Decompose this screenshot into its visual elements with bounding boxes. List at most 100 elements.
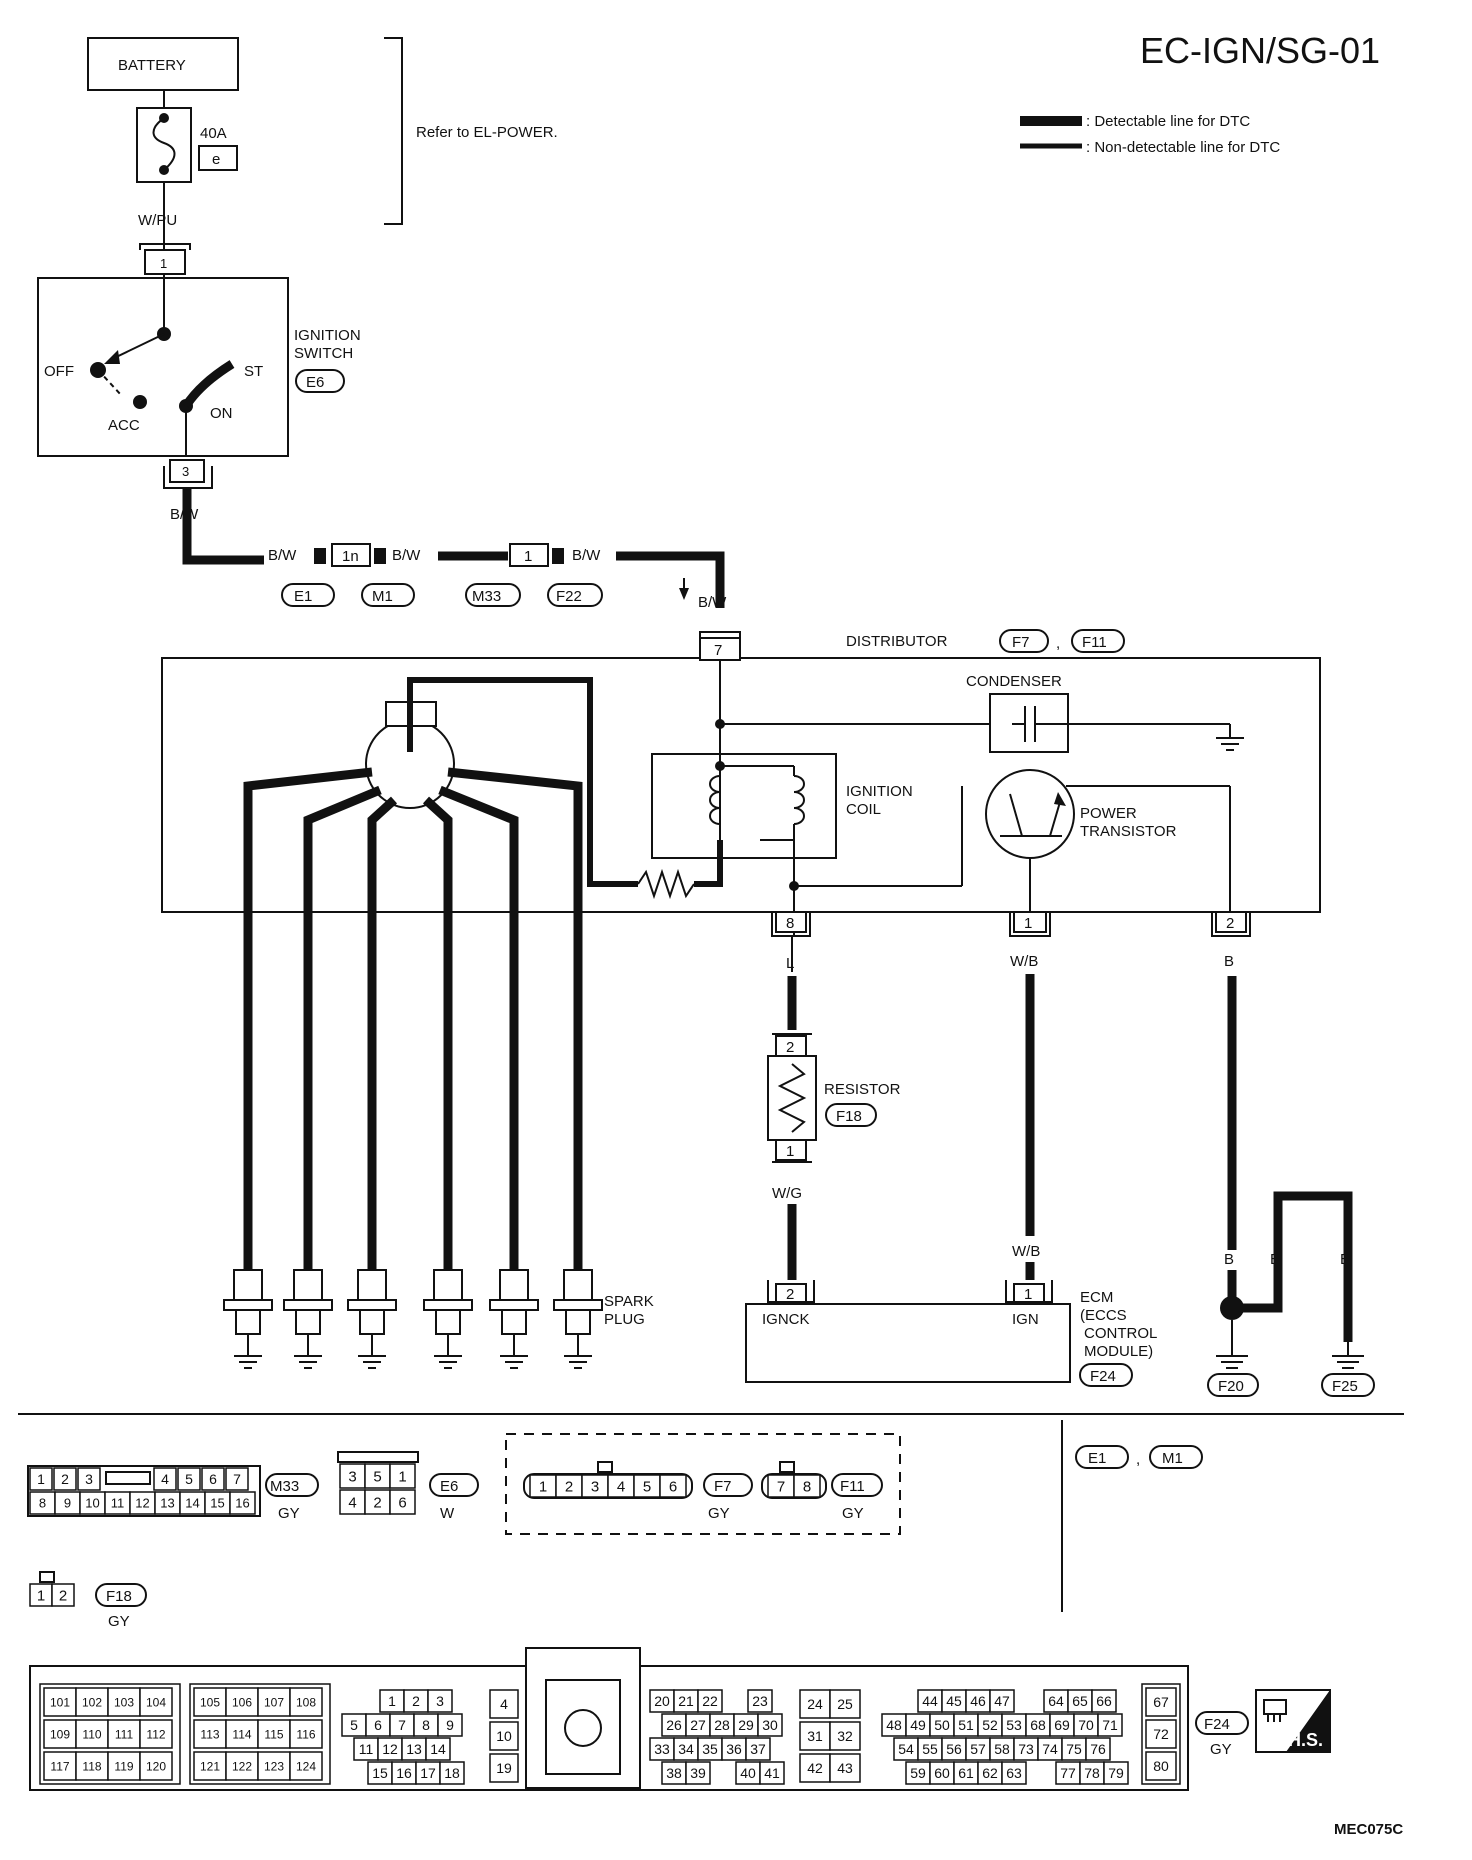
distributor-pin-8: 8 bbox=[786, 915, 794, 932]
f24-pin-14 bbox=[425, 1737, 451, 1761]
ecm-pin-1: 1 bbox=[1024, 1286, 1032, 1303]
f24-pin-4 bbox=[489, 1689, 519, 1719]
m33-pin-13-label: 13 bbox=[160, 1496, 174, 1511]
svg-text:SWITCH: SWITCH bbox=[294, 345, 353, 362]
svg-text:3: 3 bbox=[182, 464, 189, 479]
f24-pin-78-label: 78 bbox=[1084, 1765, 1100, 1781]
f24-pin-19 bbox=[489, 1753, 519, 1783]
svg-text:PLUG: PLUG bbox=[604, 1311, 645, 1328]
f24-pin-15-label: 15 bbox=[372, 1765, 388, 1781]
f18-pin-2-label: 2 bbox=[59, 1587, 67, 1604]
f24-pin-48-label: 48 bbox=[886, 1717, 902, 1733]
wire-w-g: W/G bbox=[772, 1185, 802, 1202]
f24-pin-72-label: 72 bbox=[1153, 1726, 1169, 1742]
f24-pin-29-label: 29 bbox=[738, 1717, 754, 1733]
connector-f11-color: GY bbox=[842, 1505, 864, 1522]
e6-pin-1-label: 1 bbox=[398, 1468, 406, 1485]
f24-pin-25-label: 25 bbox=[837, 1696, 853, 1712]
connector-f7-id: F7 bbox=[714, 1478, 732, 1495]
distributor-connector-f11: F11 bbox=[1082, 634, 1107, 651]
spark-plug-3 bbox=[347, 1269, 397, 1369]
f24-pin-23-label: 23 bbox=[752, 1693, 768, 1709]
e6-pin-5-label: 5 bbox=[373, 1468, 381, 1485]
fuse-rating: 40A bbox=[200, 125, 227, 142]
f24-pin-37-label: 37 bbox=[750, 1741, 766, 1757]
f24-pin-50-label: 50 bbox=[934, 1717, 950, 1733]
spark-plug-label: SPARK bbox=[604, 1293, 654, 1310]
f24-pin-77-label: 77 bbox=[1060, 1765, 1076, 1781]
joint-m33: M33 bbox=[472, 588, 501, 605]
f24-pin-124 bbox=[289, 1751, 323, 1781]
ecm-pin-2: 2 bbox=[786, 1286, 794, 1303]
spark-plug-1 bbox=[223, 1269, 273, 1369]
m33-pin-5-label: 5 bbox=[185, 1471, 193, 1487]
f24-pin-2-label: 2 bbox=[412, 1693, 420, 1709]
distributor-label: DISTRIBUTOR bbox=[846, 633, 948, 650]
fuse-icon bbox=[152, 117, 176, 171]
svg-text:COIL: COIL bbox=[846, 801, 881, 818]
switch-pos-off: OFF bbox=[44, 363, 74, 380]
ecm-label: ECM bbox=[1080, 1289, 1113, 1306]
e6-pin-6-label: 6 bbox=[398, 1494, 406, 1511]
connector-e6-color: W bbox=[440, 1505, 455, 1522]
legend: : Detectable line for DTC : Non-detectab… bbox=[1020, 113, 1280, 156]
f24-pin-110 bbox=[75, 1719, 109, 1749]
e6-pin-2-label: 2 bbox=[373, 1494, 381, 1511]
f24-pin-68-label: 68 bbox=[1030, 1717, 1046, 1733]
f24-pin-106-label: 106 bbox=[232, 1695, 252, 1709]
svg-text:TRANSISTOR: TRANSISTOR bbox=[1080, 823, 1177, 840]
joint-pin-1: 1 bbox=[524, 548, 532, 565]
ground-f25: F25 bbox=[1332, 1378, 1358, 1395]
ecm-connector: F24 bbox=[1090, 1368, 1116, 1385]
f24-pin-17-label: 17 bbox=[420, 1765, 436, 1781]
f24-pin-112-label: 112 bbox=[146, 1727, 165, 1741]
wire-w-pu: W/PU bbox=[138, 212, 177, 229]
wire-b-top: B bbox=[1224, 953, 1234, 970]
f24-pin-112 bbox=[139, 1719, 173, 1749]
f24-pin-24-label: 24 bbox=[807, 1696, 823, 1712]
coil-resistor-icon bbox=[637, 868, 695, 900]
ignition-switch-label: IGNITION bbox=[294, 327, 361, 344]
refer-note: Refer to EL-POWER. bbox=[416, 124, 558, 141]
spark-plug-2 bbox=[283, 1269, 333, 1369]
e6-pin-2 bbox=[364, 1489, 391, 1515]
ecm-pin-ign: IGN bbox=[1012, 1311, 1039, 1328]
m33-pin-6-label: 6 bbox=[209, 1471, 217, 1487]
svg-text:,: , bbox=[1056, 635, 1060, 652]
connector-e1: E1 bbox=[1088, 1450, 1106, 1467]
f24-pin-23 bbox=[747, 1689, 773, 1713]
f24-pin-47 bbox=[989, 1689, 1015, 1713]
m33-pin-3 bbox=[77, 1467, 101, 1491]
ecm-pin-ignck: IGNCK bbox=[762, 1311, 810, 1328]
ignition-switch-connector: E6 bbox=[306, 374, 324, 391]
f24-pin-19-label: 19 bbox=[496, 1760, 512, 1776]
connector-f24-color: GY bbox=[1210, 1741, 1232, 1758]
connector-m1: M1 bbox=[1162, 1450, 1183, 1467]
f24-pin-30-label: 30 bbox=[762, 1717, 778, 1733]
resistor-pin-2: 2 bbox=[786, 1039, 794, 1056]
f24-pin-69-label: 69 bbox=[1054, 1717, 1070, 1733]
f24-pin-18 bbox=[439, 1761, 465, 1785]
ecm-box bbox=[745, 1303, 1071, 1383]
connector-e6-id: E6 bbox=[440, 1478, 458, 1495]
joint-pin-1n: 1n bbox=[342, 548, 359, 565]
hs-badge: H.S. bbox=[1255, 1689, 1331, 1753]
wire-w-b-bottom: W/B bbox=[1012, 1243, 1040, 1260]
f24-pin-32 bbox=[829, 1721, 861, 1751]
e6-pin-1 bbox=[389, 1463, 416, 1489]
spark-plugs bbox=[223, 1269, 603, 1369]
m33-pin-14-label: 14 bbox=[185, 1496, 199, 1511]
f18-pin-2 bbox=[51, 1583, 75, 1607]
f24-pin-117 bbox=[43, 1751, 77, 1781]
f24-pin-31-label: 31 bbox=[807, 1728, 823, 1744]
f24-pin-109-label: 109 bbox=[50, 1727, 70, 1741]
m33-pin-10-label: 10 bbox=[85, 1496, 99, 1511]
f24-pin-71-label: 71 bbox=[1102, 1717, 1118, 1733]
f24-pin-76 bbox=[1085, 1737, 1111, 1761]
f24-pin-58-label: 58 bbox=[994, 1741, 1010, 1757]
f24-pin-49-label: 49 bbox=[910, 1717, 926, 1733]
harness-side-icon bbox=[1263, 1699, 1287, 1722]
e6-pin-6 bbox=[389, 1489, 416, 1515]
m33-pin-7-label: 7 bbox=[233, 1471, 241, 1487]
